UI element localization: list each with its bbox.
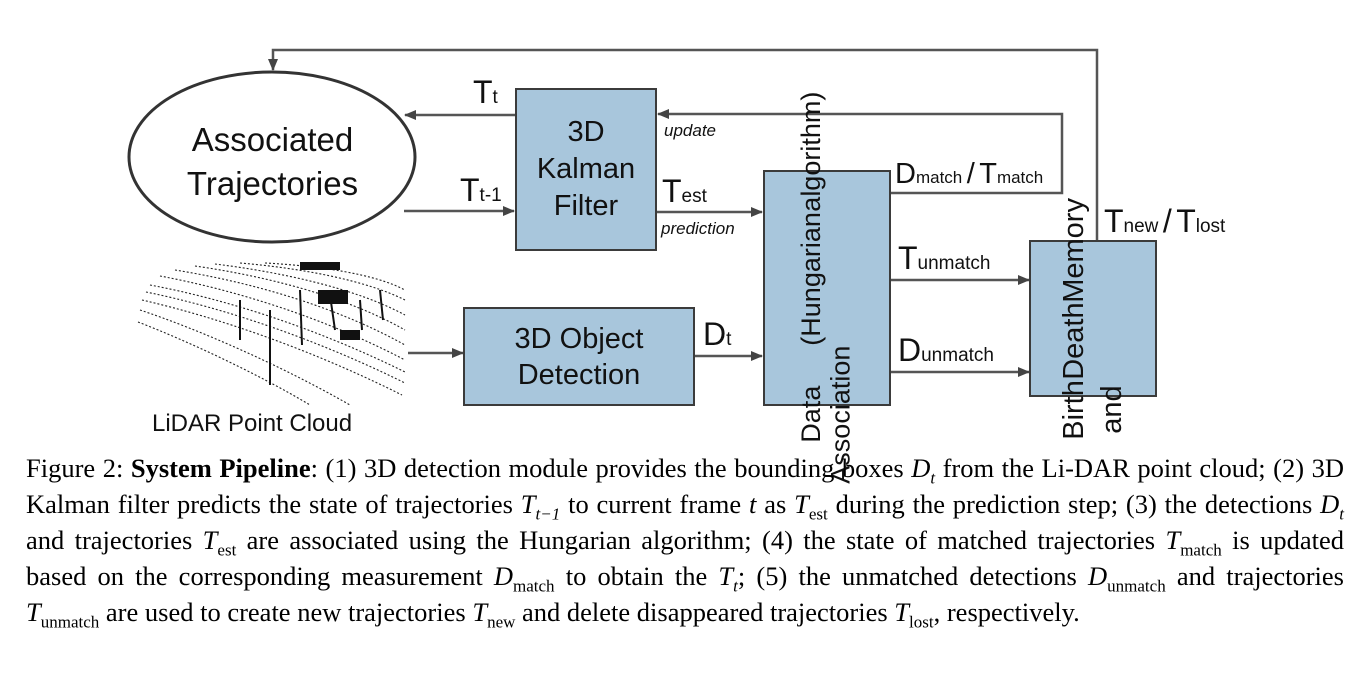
label-prediction: prediction xyxy=(661,219,735,238)
caption-sym: T xyxy=(794,489,809,519)
caption-text-10: ; (5) the unmatched detections xyxy=(737,561,1089,591)
label-t-match-sub: match xyxy=(996,168,1044,187)
label-d-t-sub: t xyxy=(726,329,732,350)
caption-text-12: are used to create new trajectories xyxy=(99,597,473,627)
label-d-t: Dt xyxy=(703,316,731,353)
label-t-t-main: T xyxy=(473,74,493,110)
label-t-est-main: T xyxy=(662,173,682,209)
label-t-lost-main: T xyxy=(1176,203,1196,239)
association-line2: (Hungarian xyxy=(796,212,827,346)
label-match-slash: / xyxy=(966,158,975,190)
caption-sub: unmatch xyxy=(1107,576,1166,596)
caption-sub: t xyxy=(1339,504,1345,524)
kalman-line3: Filter xyxy=(553,190,619,222)
label-t-est-sub: est xyxy=(681,186,707,207)
caption-text-4: as xyxy=(756,489,795,519)
figure-caption: Figure 2: System Pipeline: (1) 3D detect… xyxy=(26,450,1344,630)
caption-sym: T xyxy=(520,489,536,519)
caption-sub: lost xyxy=(909,612,934,632)
label-t-unmatch: Tunmatch xyxy=(898,240,990,277)
caption-text-11: and trajectories xyxy=(1165,561,1344,591)
caption-prefix: Figure 2: xyxy=(26,453,131,483)
pipeline-diagram: Associated Trajectories 3D Kalman Filter… xyxy=(127,48,1225,484)
kalman-line2: Kalman xyxy=(536,153,636,185)
caption-sym: T xyxy=(26,597,41,627)
detection-line1: 3D Object xyxy=(514,322,644,355)
diagram-canvas xyxy=(127,48,1099,406)
caption-sub: est xyxy=(808,504,828,524)
caption-sub: t−1 xyxy=(535,504,561,524)
association-line3: algorithm) xyxy=(796,92,827,213)
caption-sub: t xyxy=(733,576,738,596)
caption-text-14: , respectively. xyxy=(933,597,1080,627)
label-new-slash: / xyxy=(1162,203,1172,239)
label-t-lost-sub: lost xyxy=(1195,216,1226,237)
caption-sym: D xyxy=(1320,489,1340,519)
kalman-filter-box: 3D Kalman Filter xyxy=(515,88,657,251)
caption-text-3: to current frame xyxy=(560,489,749,519)
caption-sub: est xyxy=(217,540,237,560)
data-association-box: Data Association (Hungarian algorithm) xyxy=(763,92,891,484)
caption-text-6: and trajectories xyxy=(26,525,203,555)
associated-line1: Associated xyxy=(191,121,354,158)
caption-sym: t xyxy=(749,489,757,519)
label-t-t-sub: t xyxy=(492,87,498,108)
caption-sub: unmatch xyxy=(40,612,100,632)
label-t-unmatch-main: T xyxy=(898,240,918,276)
label-d-match-main: D xyxy=(895,158,916,190)
caption-title: System Pipeline xyxy=(130,453,311,483)
caption-sub: new xyxy=(487,612,516,632)
birth-line2: Death xyxy=(1058,302,1090,380)
label-t-t1-main: T xyxy=(460,172,480,208)
label-t-est: Test xyxy=(662,173,707,210)
caption-text-8: is updated based on the corresponding me… xyxy=(26,525,1344,591)
label-d-unmatch-main: D xyxy=(898,332,922,368)
caption-sub: match xyxy=(513,576,555,596)
birth-line1: Birth and xyxy=(1058,379,1128,440)
label-d-t-main: D xyxy=(703,316,727,352)
lidar-point-cloud-image xyxy=(134,262,406,406)
caption-text-5: during the prediction step; (3) the dete… xyxy=(827,489,1321,519)
label-t-match-main: T xyxy=(979,158,997,190)
caption-sym: T xyxy=(1165,525,1181,555)
caption-text-1: : (1) 3D detection module provides the b… xyxy=(310,453,912,483)
associated-line2: Trajectories xyxy=(186,165,359,202)
label-d-match-t-match: Dmatch / Tmatch xyxy=(895,158,1043,191)
label-d-unmatch: Dunmatch xyxy=(898,332,994,369)
caption-text-2: from the Li-DAR point cloud; (2) 3D Kalm… xyxy=(26,453,1344,519)
lidar-label: LiDAR Point Cloud xyxy=(152,410,353,437)
label-t-unmatch-sub: unmatch xyxy=(917,253,991,274)
associated-trajectories-ellipse xyxy=(127,70,417,244)
kalman-line1: 3D xyxy=(567,116,605,148)
label-d-unmatch-sub: unmatch xyxy=(921,345,994,366)
caption-sym: D xyxy=(1088,561,1108,591)
edge-birth-to-trajectories xyxy=(268,48,1099,240)
label-t-new-main: T xyxy=(1104,203,1124,239)
caption-text-7: are associated using the Hungarian algor… xyxy=(236,525,1166,555)
label-t-t1: Tt-1 xyxy=(460,172,502,209)
caption-sym: D xyxy=(493,561,513,591)
birth-death-memory-box: Birth and Death Memory xyxy=(1029,198,1157,439)
caption-sym: T xyxy=(718,561,734,591)
caption-sym: T xyxy=(472,597,488,627)
label-t-t: Tt xyxy=(473,74,498,111)
label-t-t1-sub: t-1 xyxy=(479,185,502,206)
association-text: Data Association (Hungarian algorithm) xyxy=(796,92,856,484)
caption-sub: t xyxy=(930,468,936,488)
object-detection-box: 3D Object Detection xyxy=(463,307,695,406)
caption-sub: match xyxy=(1180,540,1222,560)
label-t-new-t-lost: Tnew / Tlost xyxy=(1104,203,1225,240)
caption-sym: T xyxy=(202,525,218,555)
label-t-new-sub: new xyxy=(1123,216,1159,237)
detection-line2: Detection xyxy=(517,358,641,391)
edge-update xyxy=(657,109,1064,195)
caption-sym: D xyxy=(911,453,931,483)
associated-trajectories-label: Associated Trajectories xyxy=(130,118,415,206)
label-update: update xyxy=(664,121,716,140)
caption-text-9: to obtain the xyxy=(554,561,719,591)
caption-sym: T xyxy=(894,597,910,627)
label-d-match-sub: match xyxy=(915,168,963,187)
caption-text-13: and delete disappeared trajectories xyxy=(515,597,895,627)
